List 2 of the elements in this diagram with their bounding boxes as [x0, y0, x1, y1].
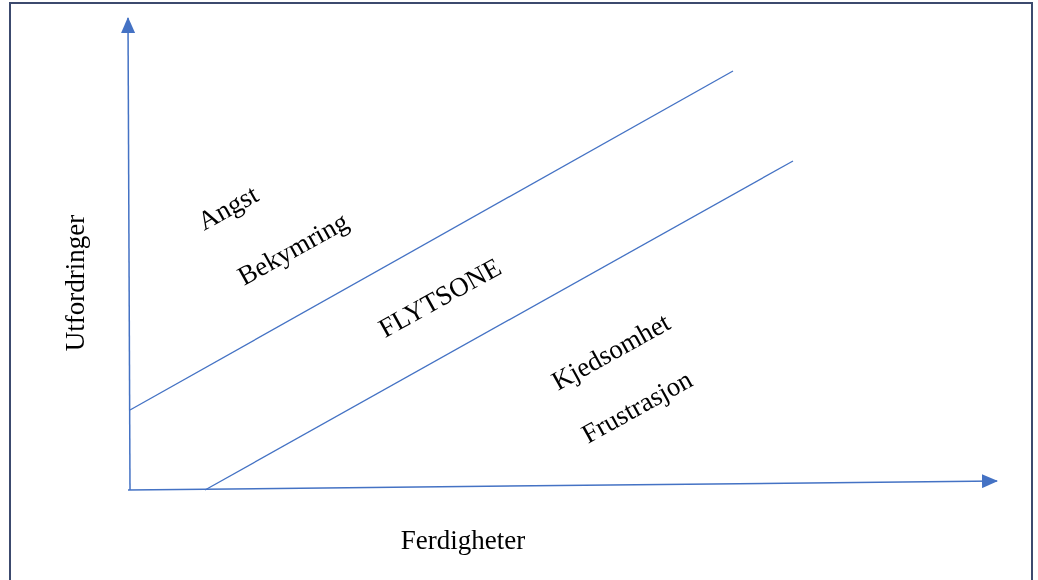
- axis-title: Ferdigheter: [400, 524, 526, 556]
- axis-title: Utfordringer: [59, 214, 91, 352]
